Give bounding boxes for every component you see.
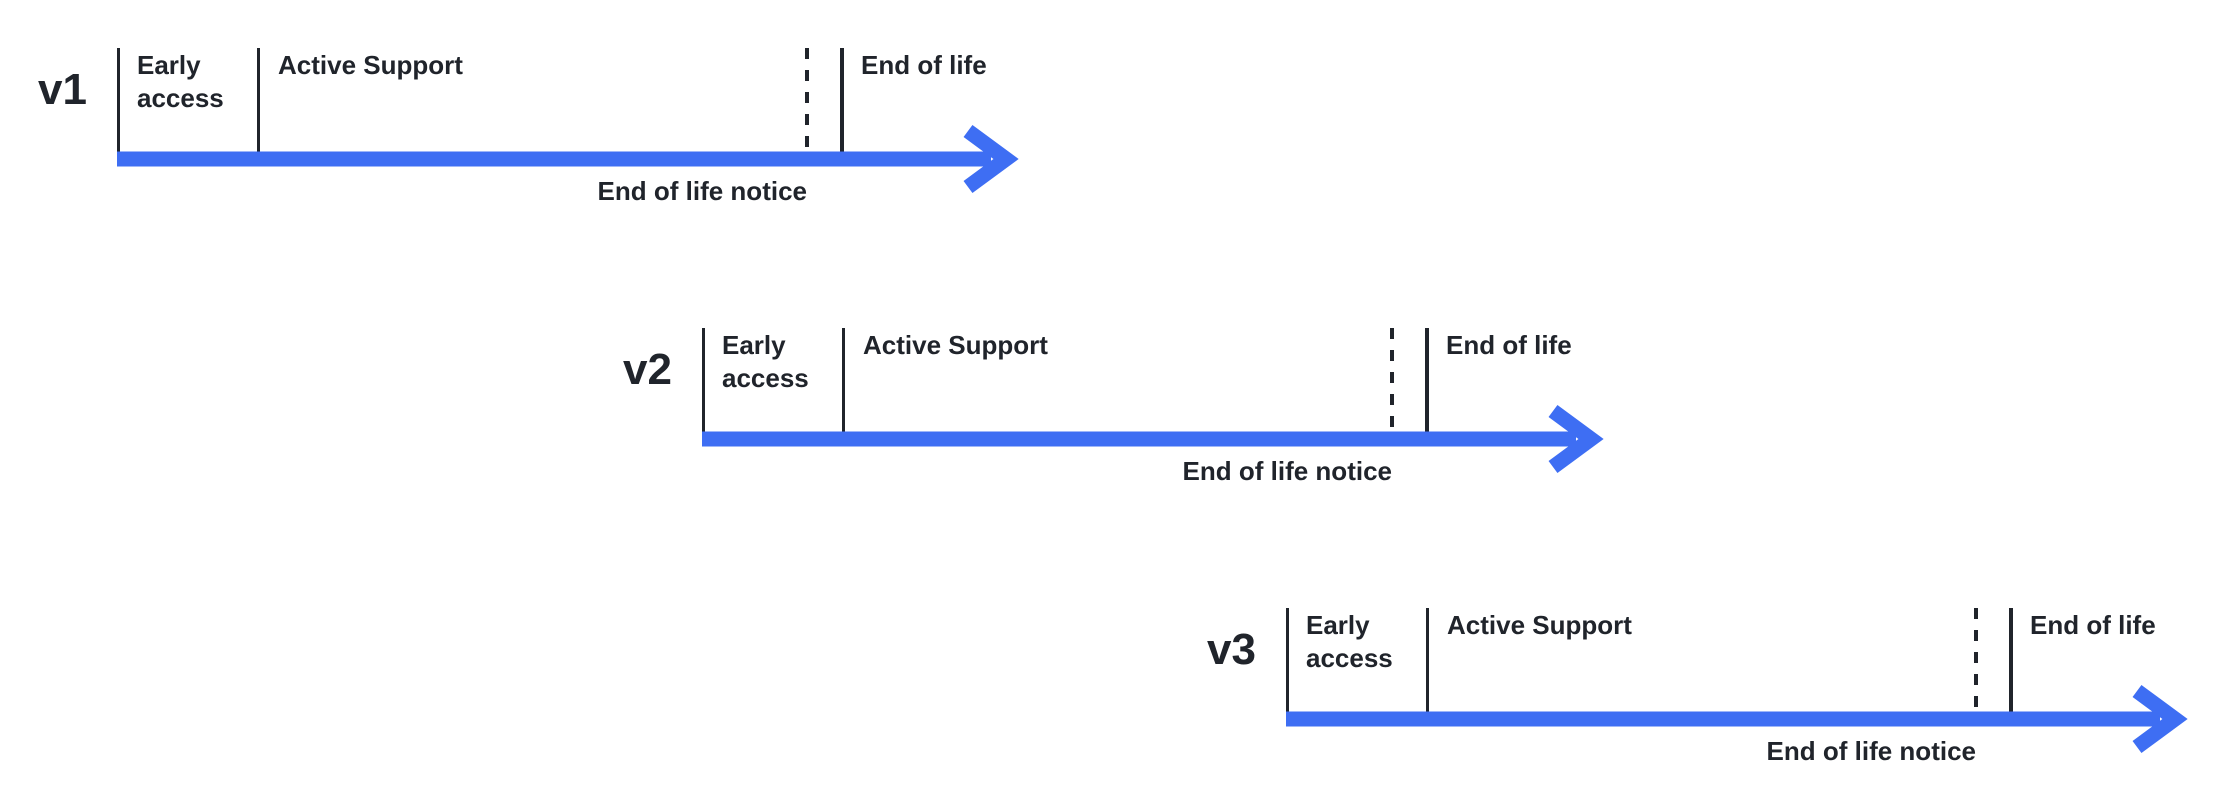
active-support-label: Active Support <box>1447 610 1632 640</box>
active-support-label: Active Support <box>278 50 463 80</box>
active-support-start-tick <box>842 328 845 432</box>
timeline-arrow <box>702 404 1604 474</box>
early-access-start-tick <box>702 328 705 432</box>
timeline-row-v1: v1 Early access Active Support End of li… <box>38 48 1027 233</box>
end-of-life-notice-dashed-line <box>805 48 809 152</box>
early-access-start-tick <box>117 48 120 152</box>
timeline-arrow <box>117 124 1019 194</box>
active-support-label: Active Support <box>863 330 1048 360</box>
end-of-life-label: End of life <box>2030 610 2156 640</box>
early-access-label: Early access <box>722 330 809 393</box>
version-label: v1 <box>38 65 87 114</box>
version-label: v2 <box>623 345 672 394</box>
end-of-life-notice-dashed-line <box>1390 328 1394 432</box>
end-of-life-notice-label: End of life notice <box>1182 456 1392 486</box>
active-support-start-tick <box>1426 608 1429 712</box>
end-of-life-notice-dashed-line <box>1974 608 1978 712</box>
timeline-row-v3: v3 Early access Active Support End of li… <box>1207 608 2196 793</box>
end-of-life-label: End of life <box>1446 330 1572 360</box>
timeline-row-v2: v2 Early access Active Support End of li… <box>623 328 1612 513</box>
early-access-label: Early access <box>1306 610 1393 673</box>
version-label: v3 <box>1207 625 1256 674</box>
early-access-label: Early access <box>137 50 224 113</box>
end-of-life-notice-label: End of life notice <box>1766 736 1976 766</box>
end-of-life-notice-label: End of life notice <box>597 176 807 206</box>
end-of-life-label: End of life <box>861 50 987 80</box>
end-of-life-tick <box>1425 328 1429 432</box>
end-of-life-tick <box>840 48 844 152</box>
active-support-start-tick <box>257 48 260 152</box>
end-of-life-tick <box>2009 608 2013 712</box>
early-access-start-tick <box>1286 608 1289 712</box>
timeline-arrow <box>1286 684 2188 754</box>
